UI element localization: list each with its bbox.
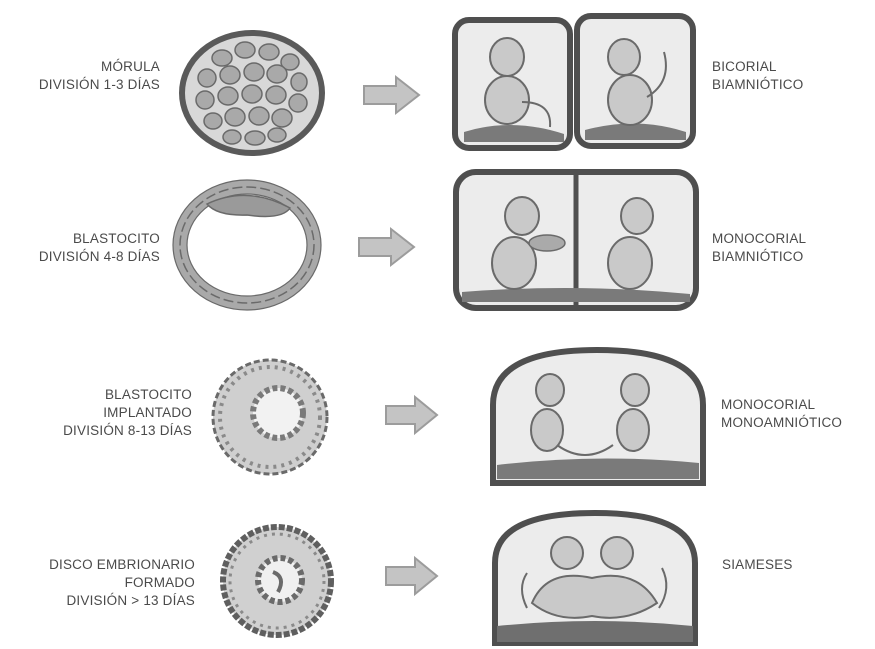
stage-label-line: IMPLANTADO xyxy=(63,404,192,422)
stage-label-blastocito: BLASTOCITO DIVISIÓN 4-8 DÍAS xyxy=(39,230,160,266)
outcome-label-line: BIAMNIÓTICO xyxy=(712,76,803,94)
morula-drawing xyxy=(177,28,327,158)
stage-label-line: DIVISIÓN 4-8 DÍAS xyxy=(39,248,160,266)
bichorionic-diamniotic-drawing xyxy=(452,12,697,152)
arrow-icon xyxy=(384,395,439,435)
outcome-label-line: SIAMESES xyxy=(722,556,793,574)
conjoined-twins-drawing xyxy=(487,508,702,648)
stage-label-line: BLASTOCITO xyxy=(39,230,160,248)
stage-label-line: FORMADO xyxy=(49,574,195,592)
outcome-label-siameses: SIAMESES xyxy=(722,556,793,574)
outcome-label-line: MONOCORIAL xyxy=(712,230,806,248)
embryonic-disc-drawing xyxy=(218,522,336,640)
outcome-label-line: BIAMNIÓTICO xyxy=(712,248,806,266)
arrow-icon xyxy=(362,75,422,115)
implanted-blastocyst-drawing xyxy=(208,355,333,480)
blastocyst-drawing xyxy=(172,180,322,310)
stage-label-morula: MÓRULA DIVISIÓN 1-3 DÍAS xyxy=(39,58,160,94)
stage-label-line: DIVISIÓN > 13 DÍAS xyxy=(49,592,195,610)
outcome-label-line: MONOCORIAL xyxy=(721,396,842,414)
monochorionic-monoamniotic-drawing xyxy=(485,345,710,490)
stage-label-line: MÓRULA xyxy=(39,58,160,76)
outcome-label-line: MONOAMNIÓTICO xyxy=(721,414,842,432)
arrow-icon xyxy=(357,227,417,267)
stage-label-line: DIVISIÓN 8-13 DÍAS xyxy=(63,422,192,440)
stage-label-blastocito-implantado: BLASTOCITO IMPLANTADO DIVISIÓN 8-13 DÍAS xyxy=(63,386,192,440)
outcome-label-bicorial: BICORIAL BIAMNIÓTICO xyxy=(712,58,803,94)
outcome-label-monocorial-monoamniotico: MONOCORIAL MONOAMNIÓTICO xyxy=(721,396,842,432)
outcome-label-line: BICORIAL xyxy=(712,58,803,76)
outcome-label-monocorial-biamniotico: MONOCORIAL BIAMNIÓTICO xyxy=(712,230,806,266)
arrow-icon xyxy=(384,556,439,596)
stage-label-line: BLASTOCITO xyxy=(63,386,192,404)
monochorionic-diamniotic-drawing xyxy=(452,168,702,313)
stage-label-line: DISCO EMBRIONARIO xyxy=(49,556,195,574)
stage-label-disco-embrionario: DISCO EMBRIONARIO FORMADO DIVISIÓN > 13 … xyxy=(49,556,195,610)
stage-label-line: DIVISIÓN 1-3 DÍAS xyxy=(39,76,160,94)
